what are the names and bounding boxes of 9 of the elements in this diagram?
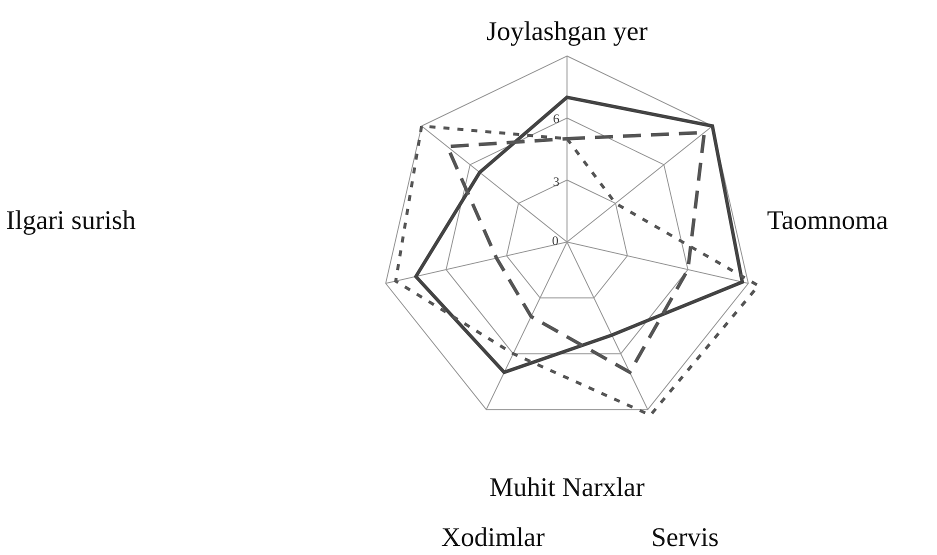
tick-label: 0: [552, 234, 558, 247]
axis-label: Ilgari surish: [6, 207, 136, 234]
tick-label: 6: [553, 112, 560, 125]
axis-label: Muhit Narxlar: [489, 474, 645, 501]
axis-label: Taomnoma: [767, 207, 888, 234]
axis-label: Servis: [651, 524, 719, 551]
axis-label: Joylashgan yer: [486, 18, 648, 45]
tick-label: 3: [553, 175, 560, 188]
axis-label: Xodimlar: [441, 524, 545, 551]
